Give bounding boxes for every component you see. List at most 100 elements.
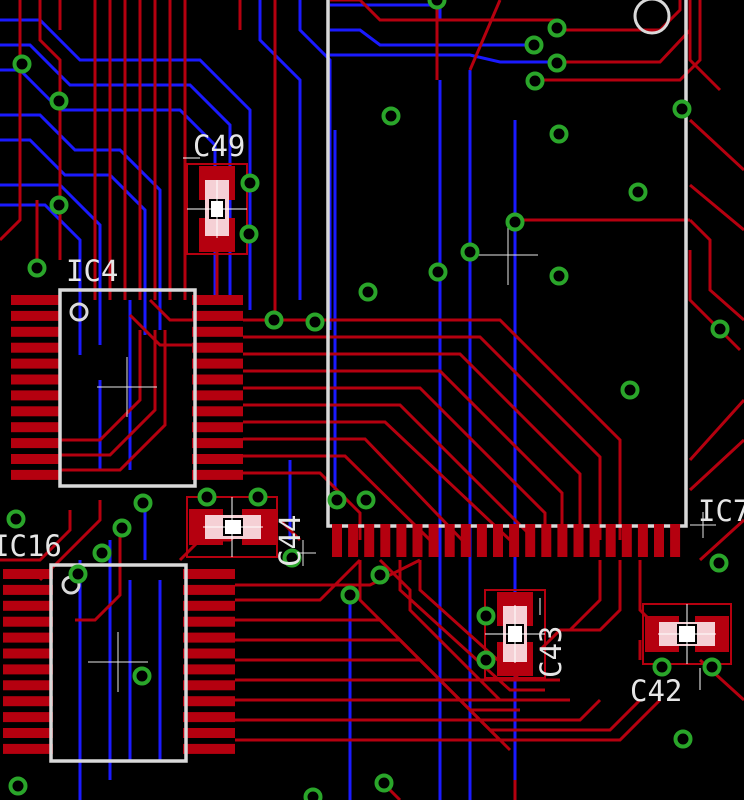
via <box>476 650 496 670</box>
via <box>460 242 480 262</box>
via <box>132 666 152 686</box>
via <box>68 564 88 584</box>
ic4-pad <box>192 310 243 321</box>
via <box>282 548 302 568</box>
via <box>370 565 390 585</box>
via <box>264 310 284 330</box>
ic7-pin1-marker <box>633 0 671 35</box>
ic4-pad <box>192 422 243 433</box>
ic16-pad <box>3 664 53 675</box>
ic7-pad <box>460 524 471 557</box>
via <box>356 490 376 510</box>
ic7-pad <box>654 524 664 557</box>
ic16-pad <box>183 584 235 595</box>
ic4-pad <box>11 438 61 449</box>
via <box>248 487 268 507</box>
via <box>374 773 394 793</box>
via <box>303 787 323 800</box>
ic16-pad <box>183 632 235 643</box>
ic7-footprint[interactable] <box>326 0 688 557</box>
via <box>525 71 545 91</box>
ic16-pad <box>3 728 53 738</box>
ic16-pad <box>183 600 235 611</box>
via <box>428 262 448 282</box>
ic16-pad <box>183 569 235 579</box>
ic7-pad <box>428 524 439 557</box>
via <box>549 266 569 286</box>
via <box>340 585 360 605</box>
via <box>112 518 132 538</box>
ic7-pad <box>670 524 681 557</box>
c44-footprint[interactable] <box>186 496 278 558</box>
ic16-pad <box>183 664 235 675</box>
ic7-bottom-pads <box>332 524 681 557</box>
ic7-pad <box>412 524 423 557</box>
vias-layer <box>6 0 730 800</box>
via <box>547 53 567 73</box>
ic4-footprint[interactable] <box>11 288 243 488</box>
ic7-pad <box>332 524 342 557</box>
ic7-pad <box>396 524 407 557</box>
via <box>133 493 153 513</box>
ic4-pad <box>11 374 61 385</box>
ic16-pad <box>3 648 53 659</box>
ic4-pad <box>11 295 61 305</box>
ic4-pad <box>11 469 61 480</box>
label-ic4: IC4 <box>66 254 119 288</box>
via <box>240 173 260 193</box>
ic4-pad <box>192 438 243 449</box>
ic16-right-pads <box>183 569 235 754</box>
c42-footprint[interactable] <box>642 603 732 690</box>
ic16-pad <box>183 680 235 691</box>
ic16-pad <box>183 712 235 723</box>
ic16-footprint[interactable] <box>3 563 235 763</box>
ic4-right-pads <box>192 295 243 480</box>
c49-footprint[interactable] <box>183 157 248 255</box>
label-c44: C44 <box>273 514 307 567</box>
via <box>8 776 28 796</box>
ic16-pad <box>183 743 235 754</box>
ic16-pad <box>3 632 53 643</box>
ic16-pad <box>3 696 53 707</box>
via <box>305 312 325 332</box>
ic4-pad <box>11 358 61 369</box>
via <box>381 106 401 126</box>
ic7-pad <box>476 524 487 557</box>
via <box>49 91 69 111</box>
via <box>673 729 693 749</box>
via <box>12 54 32 74</box>
via <box>702 657 722 677</box>
ic16-pad <box>3 569 53 579</box>
via <box>6 509 26 529</box>
via <box>620 380 640 400</box>
c43-footprint[interactable] <box>484 589 546 679</box>
ic4-pad <box>192 454 243 464</box>
via <box>672 99 692 119</box>
via <box>327 490 347 510</box>
ic7-pad <box>557 524 568 557</box>
via <box>549 124 569 144</box>
ic7-origin-cross <box>478 225 538 285</box>
via <box>49 195 69 215</box>
ic16-left-pads <box>3 569 53 754</box>
via <box>710 319 730 339</box>
via <box>27 258 47 278</box>
via <box>476 606 496 626</box>
ic16-pad <box>183 648 235 659</box>
ic7-pad <box>573 524 584 557</box>
ic7-outline <box>326 0 688 528</box>
ic4-pad <box>11 326 61 337</box>
ic7-pad <box>348 524 359 557</box>
ic7-pad <box>525 524 536 557</box>
ic16-pad <box>183 616 235 627</box>
ic7-pad <box>493 524 503 557</box>
ic4-pad <box>192 469 243 480</box>
label-ic7: IC7 <box>698 494 744 528</box>
ic4-pad <box>192 390 243 401</box>
ic4-pad <box>11 422 61 433</box>
ic4-pad <box>11 310 61 321</box>
ic7-pad <box>380 524 391 557</box>
label-c42: C42 <box>630 674 683 708</box>
